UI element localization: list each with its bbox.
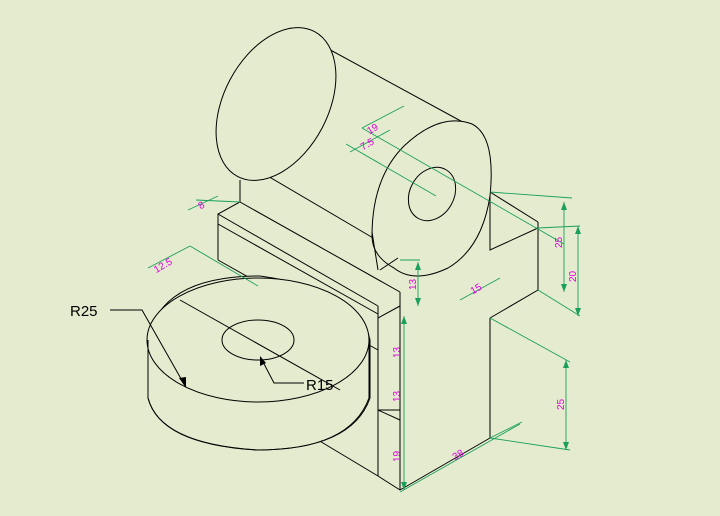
dim-25-lower: 25 <box>556 398 567 410</box>
dim-13-a: 13 <box>408 278 419 290</box>
dim-15: 15 <box>469 282 485 297</box>
dim-19-bottom: 19 <box>392 450 403 462</box>
dimension-lines <box>147 105 581 493</box>
r25-callout: R25 <box>70 303 186 388</box>
dim-13-b: 13 <box>392 346 403 358</box>
dim-20: 20 <box>568 270 579 282</box>
dim-12-5: 12.5 <box>152 256 175 275</box>
dim-13-c: 13 <box>392 390 403 402</box>
dim-8: 8 <box>197 200 208 213</box>
label-r15: R15 <box>306 377 334 394</box>
top-cylinder <box>215 27 492 277</box>
dim-38: 38 <box>451 448 467 463</box>
dim-25-right: 25 <box>554 236 565 248</box>
dim-19-top: 19 <box>365 122 381 137</box>
label-r25: R25 <box>70 303 98 320</box>
r15-callout: R15 <box>260 356 334 394</box>
bottom-disk <box>146 275 371 451</box>
